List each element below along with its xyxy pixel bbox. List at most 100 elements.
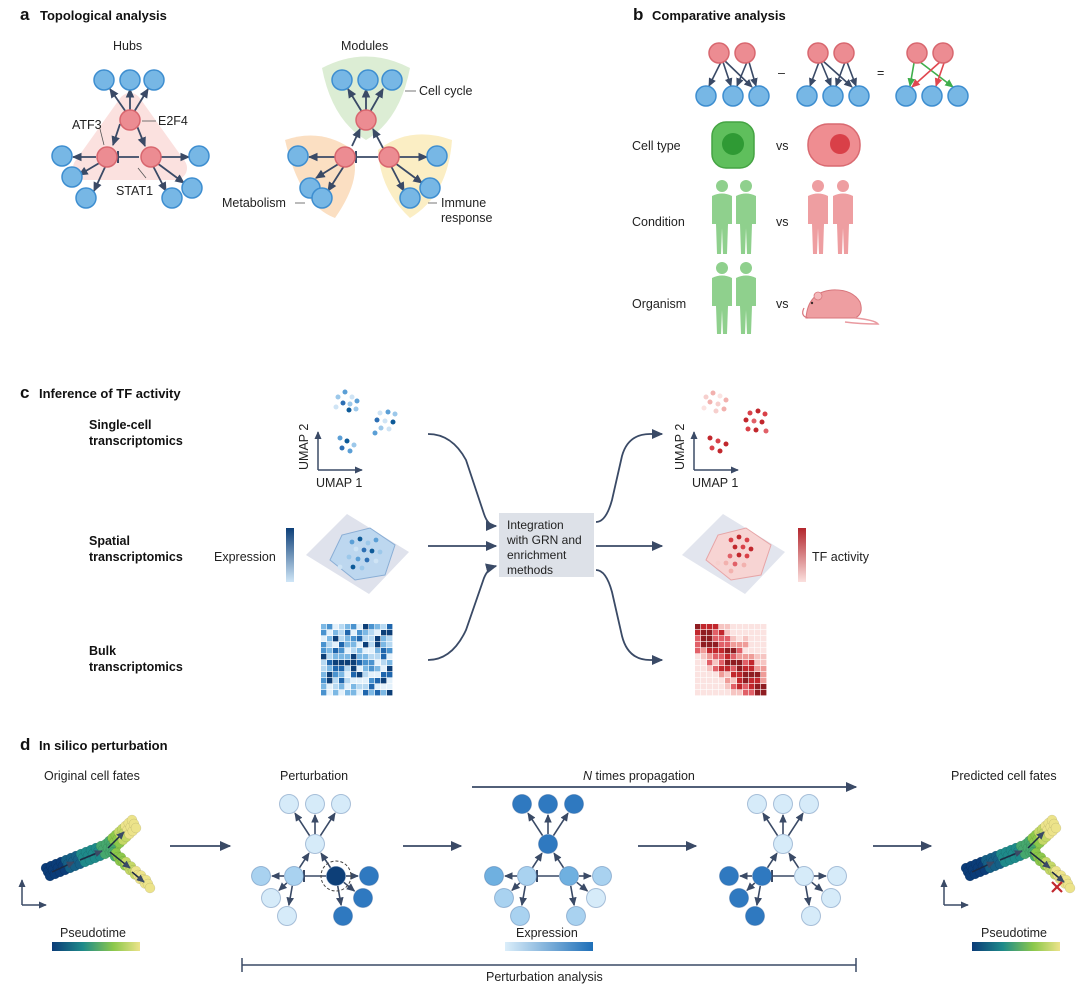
heatmap-cell <box>351 666 357 672</box>
heatmap-cell <box>381 672 387 678</box>
heatmap-cell <box>339 666 345 672</box>
network-node <box>359 866 379 886</box>
heatmap-cell <box>719 630 725 636</box>
blocked-fate-cross <box>1051 881 1063 893</box>
pseudotime-label-left: Pseudotime <box>60 926 126 940</box>
heatmap-cell <box>761 642 767 648</box>
heatmap-cell <box>375 630 381 636</box>
heatmap-cell <box>701 636 707 642</box>
trajectory-arrow <box>51 861 75 873</box>
panel-a-title: Topological analysis <box>40 8 167 23</box>
expression-label-d: Expression <box>516 926 578 940</box>
heatmap-cell <box>375 666 381 672</box>
trajectory-cell <box>144 882 156 894</box>
heatmap-cell <box>701 630 707 636</box>
panel-c-title: Inference of TF activity <box>39 386 181 401</box>
umap-tf-activity-plot: UMAP 2 UMAP 1 <box>673 390 769 490</box>
heatmap-cell <box>363 624 369 630</box>
heatmap-cell <box>737 684 743 690</box>
heatmap-cell <box>333 684 339 690</box>
heatmap-cell <box>351 636 357 642</box>
heatmap-cell <box>357 690 363 696</box>
heatmap-cell <box>719 642 725 648</box>
heatmap-cell <box>761 630 767 636</box>
heatmap-cell <box>701 624 707 630</box>
heatmap-cell <box>695 666 701 672</box>
heatmap-cell <box>749 630 755 636</box>
difference-network <box>895 42 969 107</box>
heatmap-cell <box>333 630 339 636</box>
network-edge <box>766 852 778 869</box>
heatmap-cell <box>345 642 351 648</box>
predicted-trajectory <box>940 814 1076 909</box>
heatmap-cell <box>345 672 351 678</box>
heatmap-cell <box>725 666 731 672</box>
heatmap-cell <box>375 660 381 666</box>
tf-activity-label: TF activity <box>812 550 870 564</box>
pseudotime-colorbar-right <box>972 942 1060 951</box>
green-humans-icon-2 <box>712 262 756 334</box>
network-edge <box>294 812 311 837</box>
network-node <box>827 866 847 886</box>
heatmap-cell <box>345 678 351 684</box>
heatmap-cell <box>357 624 363 630</box>
network-edge <box>576 881 589 892</box>
heatmap-cell <box>743 624 749 630</box>
heatmap-cell <box>333 624 339 630</box>
network-edge <box>286 885 295 907</box>
heatmap-cell <box>749 678 755 684</box>
heatmap-cell <box>363 666 369 672</box>
network-node <box>729 888 749 908</box>
umap2-label-right: UMAP 2 <box>673 424 687 470</box>
heatmap-cell <box>369 672 375 678</box>
original-fates-label: Original cell fates <box>44 769 140 783</box>
umap-dots-right <box>701 390 769 454</box>
heatmap-cell <box>381 684 387 690</box>
minus-sign: – <box>778 66 785 80</box>
heatmap-cell <box>339 636 345 642</box>
heatmap-cell <box>363 678 369 684</box>
heatmap-cell <box>327 630 333 636</box>
heatmap-cell <box>345 660 351 666</box>
heatmap-cell <box>375 684 381 690</box>
heatmap-cell <box>387 636 393 642</box>
network-node <box>559 866 579 886</box>
umap-expression-plot: UMAP 2 UMAP 1 <box>297 389 398 490</box>
heatmap-cell <box>327 666 333 672</box>
heatmap-cell <box>701 684 707 690</box>
heatmap-cell <box>755 666 761 672</box>
panel-c: c Inference of TF activity Single-cell t… <box>20 383 870 696</box>
heatmap-cell <box>701 678 707 684</box>
heatmap-cell <box>321 630 327 636</box>
network-edge <box>320 852 332 869</box>
heatmap-cell <box>749 660 755 666</box>
heatmap-cell <box>339 678 345 684</box>
heatmap-cell <box>761 624 767 630</box>
heatmap-cell <box>743 642 749 648</box>
heatmap-cell <box>725 624 731 630</box>
heatmap-cell <box>357 648 363 654</box>
heatmap-cell <box>375 642 381 648</box>
heatmap-cell <box>731 648 737 654</box>
heatmap-cell <box>749 654 755 660</box>
network-node <box>586 888 606 908</box>
network-node <box>326 866 346 886</box>
heatmap-cell <box>719 660 725 666</box>
network-edge <box>803 885 812 907</box>
mouse-icon <box>802 289 880 325</box>
heatmap-cell <box>737 636 743 642</box>
network-node <box>305 794 325 814</box>
expression-colorbar <box>286 528 294 582</box>
heatmap-cell <box>731 660 737 666</box>
heatmap-cell <box>713 690 719 696</box>
heatmap-cell <box>707 636 713 642</box>
row-organism-label: Organism <box>632 297 686 311</box>
heatmap-cell <box>725 672 731 678</box>
heatmap-cell <box>321 678 327 684</box>
heatmap-cell <box>707 672 713 678</box>
heatmap-cell <box>375 654 381 660</box>
heatmap-cell <box>713 678 719 684</box>
hubs-network: ATF3 E2F4 STAT1 <box>51 69 210 209</box>
network-node <box>592 866 612 886</box>
